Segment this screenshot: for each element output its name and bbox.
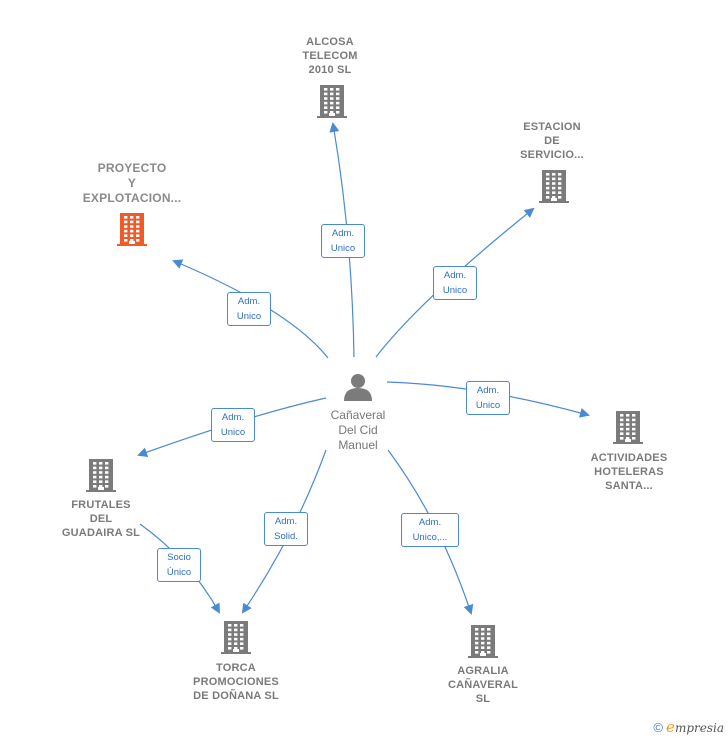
company-name-frutales[interactable]: FRUTALES DEL GUADAIRA SL	[61, 499, 141, 539]
brand-name: mpresia	[674, 721, 724, 735]
company-name-alcosa[interactable]: ALCOSA TELECOM 2010 SL	[302, 36, 358, 76]
icons-layer	[86, 85, 643, 658]
company-name-estacion[interactable]: ESTACION DE SERVICIO...	[520, 121, 584, 161]
edge-label-agralia[interactable]: Adm. Unico,...	[401, 513, 459, 547]
edge-label-frutales[interactable]: Adm. Unico	[211, 408, 255, 442]
edge-label-proyecto[interactable]: Adm. Unico	[227, 292, 271, 326]
brand-initial: e	[666, 718, 675, 736]
building-icon-alcosa[interactable]	[317, 85, 347, 118]
edges-layer	[137, 122, 590, 615]
building-icon-torca[interactable]	[221, 621, 251, 654]
building-icon-estacion[interactable]	[539, 170, 569, 203]
footer-brand: © empresia	[653, 718, 724, 736]
person-icon[interactable]	[344, 374, 372, 401]
edge-label-frutales-torca[interactable]: Socio Único	[157, 548, 201, 582]
company-name-actividades[interactable]: ACTIVIDADES HOTELERAS SANTA...	[590, 452, 668, 492]
edge-label-alcosa[interactable]: Adm. Unico	[321, 224, 365, 258]
building-icon-actividades[interactable]	[613, 411, 643, 444]
edge-label-torca[interactable]: Adm. Solid.	[264, 512, 308, 546]
center-person-name[interactable]: Cañaveral Del Cid Manuel	[330, 408, 386, 452]
company-name-torca[interactable]: TORCA PROMOCIONES DE DOÑANA SL	[193, 662, 279, 702]
building-icon-frutales[interactable]	[86, 459, 116, 492]
building-icon-agralia[interactable]	[468, 625, 498, 658]
company-name-proyecto[interactable]: PROYECTO Y EXPLOTACION...	[82, 161, 182, 205]
copyright-symbol: ©	[653, 720, 663, 735]
edge-label-estacion[interactable]: Adm. Unico	[433, 266, 477, 300]
company-name-agralia[interactable]: AGRALIA CAÑAVERAL SL	[447, 665, 519, 705]
building-icon-proyecto[interactable]	[117, 213, 147, 246]
edge-label-actividades[interactable]: Adm. Unico	[466, 381, 510, 415]
